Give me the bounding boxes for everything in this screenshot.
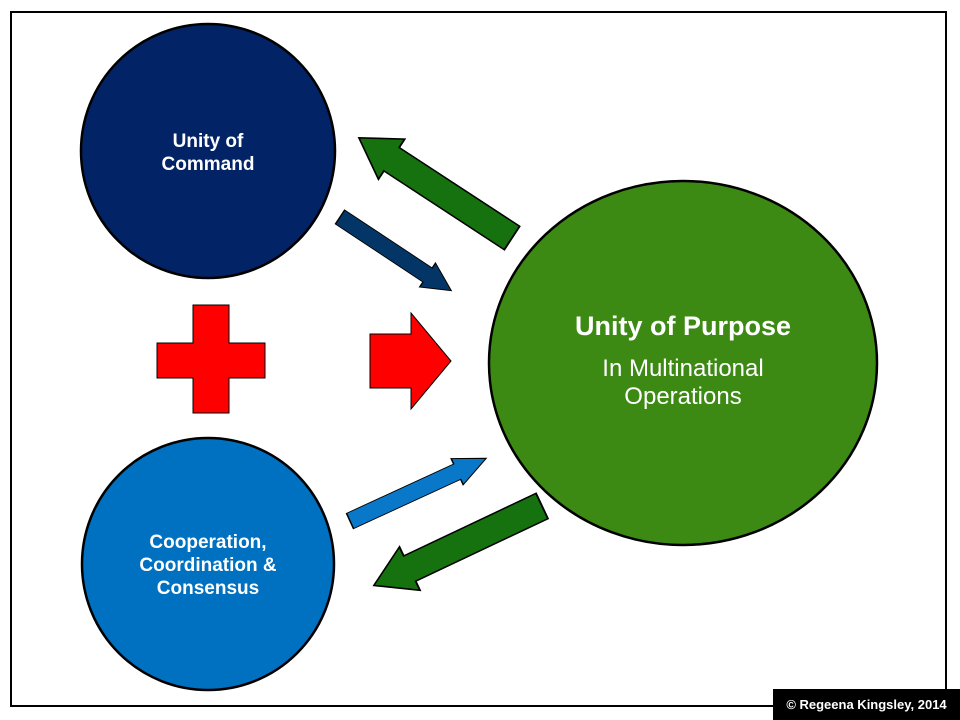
cooperation-label-line1: Cooperation, <box>149 532 266 553</box>
unity-of-purpose-node: Unity of Purpose In Multinational Operat… <box>487 179 879 547</box>
unity-of-purpose-title: Unity of Purpose <box>575 311 791 341</box>
navy-arrow-to-purpose <box>331 204 460 304</box>
cooperation-node: Cooperation, Coordination & Consensus <box>80 436 336 692</box>
blue-arrow-to-purpose <box>343 444 494 535</box>
cooperation-label-line2: Coordination & <box>139 555 276 576</box>
unity-of-command-node: Unity of Command <box>79 22 337 280</box>
cooperation-label-line3: Consensus <box>157 578 259 599</box>
unity-of-command-label-line1: Unity of <box>173 131 244 152</box>
red-plus-icon <box>156 304 266 414</box>
unity-of-command-circle <box>79 22 337 280</box>
unity-of-purpose-subtitle-line2: Operations <box>624 383 741 410</box>
unity-of-command-label-line2: Command <box>162 154 255 175</box>
unity-of-purpose-circle <box>487 179 879 547</box>
red-right-arrow-icon <box>369 311 452 411</box>
unity-of-purpose-subtitle-line1: In Multinational <box>602 355 763 382</box>
cooperation-circle <box>80 436 336 692</box>
slide-frame <box>10 11 947 707</box>
copyright-badge: © Regeena Kingsley, 2014 <box>773 689 960 720</box>
